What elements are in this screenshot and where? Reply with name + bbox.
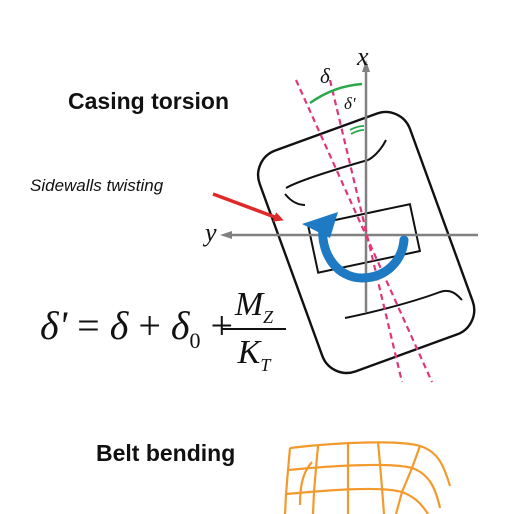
- fraction-numerator: MZ: [222, 288, 286, 334]
- denominator-symbol: K: [237, 334, 261, 371]
- delta-prime-angle-arc-second: [350, 129, 365, 135]
- x-axis-label: x: [357, 42, 369, 71]
- casing-torsion-title: Casing torsion: [68, 88, 230, 114]
- sidewall-twist-arrow: [212, 192, 284, 222]
- delta-angle-label: δ: [320, 64, 330, 88]
- belt-mesh: [283, 441, 452, 514]
- delta-reference-line: [294, 79, 434, 383]
- equation-term-delta0: δ: [170, 303, 190, 348]
- denominator-subscript: T: [260, 354, 271, 375]
- equation-equals: =: [77, 303, 100, 348]
- contact-patch: [307, 202, 422, 274]
- moment-arrow: [318, 220, 409, 283]
- numerator-subscript: Z: [263, 306, 274, 327]
- delta-angle-arc: [309, 82, 363, 105]
- equation-lhs: δ': [40, 303, 68, 348]
- equation-term-delta: δ: [109, 303, 129, 348]
- fraction-denominator: KT: [222, 336, 286, 382]
- tire-outline: [256, 110, 476, 375]
- numerator-symbol: M: [234, 286, 264, 323]
- delta-prime-angle-label: δ': [344, 94, 356, 113]
- equation-plus-2: +: [210, 303, 234, 348]
- belt-bending-title: Belt bending: [96, 440, 236, 466]
- delta-prime-angle-arc: [349, 125, 365, 131]
- delta-prime-reference-line: [328, 79, 404, 383]
- sidewalls-twisting-label: Sidewalls twisting: [30, 176, 164, 195]
- y-axis-label: y: [205, 218, 217, 247]
- fraction-bar: [222, 328, 286, 330]
- equation-plus-1: +: [138, 303, 161, 348]
- moment-arrowhead: [302, 212, 338, 238]
- sidewall-curves: [284, 139, 463, 319]
- equation-term-delta0-subscript: 0: [189, 328, 201, 353]
